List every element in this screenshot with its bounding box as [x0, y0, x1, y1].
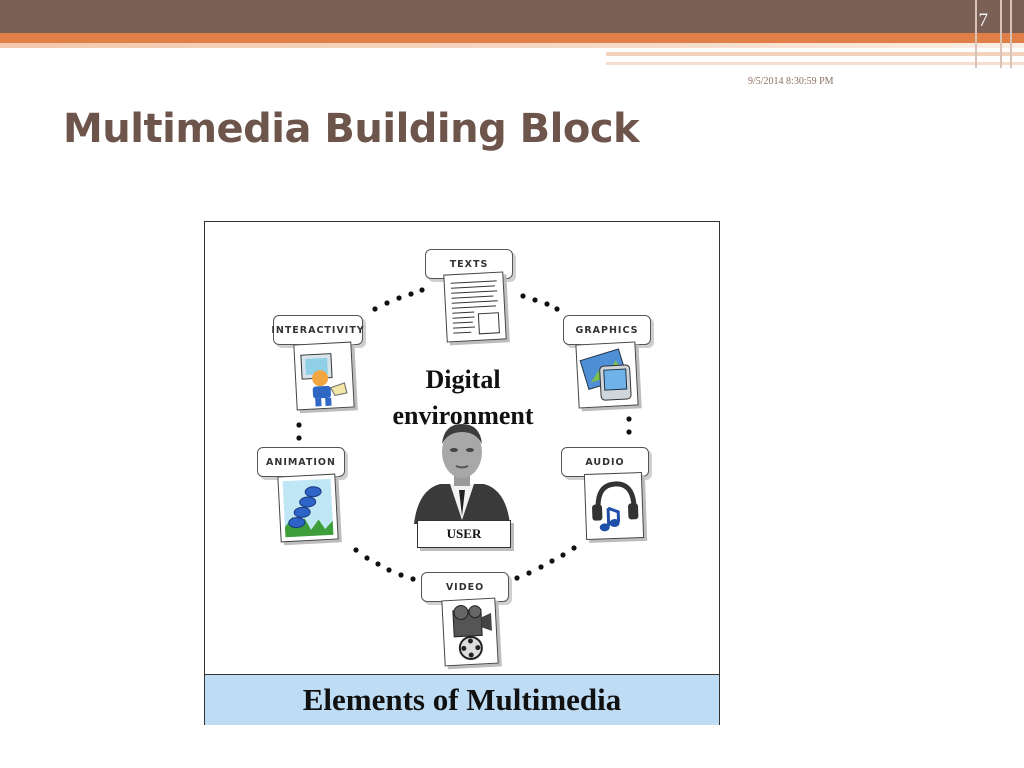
diagram-caption-bar: Elements of Multimedia — [205, 674, 719, 725]
header-bar — [0, 0, 1024, 33]
element-label: ANIMATION — [266, 457, 336, 468]
text-document-icon — [443, 271, 506, 342]
element-label-box: GRAPHICS — [563, 315, 651, 345]
decor-vline — [1000, 0, 1002, 68]
video-camera-icon — [441, 598, 498, 667]
slide-timestamp: 9/5/2014 8:30:59 PM — [748, 75, 838, 88]
element-label: GRAPHICS — [576, 325, 639, 336]
multimedia-diagram: TEXTS GRAPHICS — [204, 221, 720, 725]
decor-vline — [975, 0, 977, 68]
user-figure-icon — [410, 420, 514, 524]
element-label: AUDIO — [585, 457, 624, 468]
center-label-line1: Digital — [365, 362, 561, 398]
element-label: TEXTS — [450, 259, 489, 270]
user-label: USER — [417, 520, 511, 548]
element-label-box: INTERACTIVITY — [273, 315, 363, 345]
header-accent-bar — [0, 33, 1024, 43]
decor-line — [606, 62, 1024, 65]
diagram-caption: Elements of Multimedia — [303, 682, 622, 718]
graphics-tablet-icon — [575, 341, 638, 408]
element-label: INTERACTIVITY — [271, 325, 364, 336]
slide-title: Multimedia Building Block — [63, 106, 639, 152]
element-label-box: VIDEO — [421, 572, 509, 602]
element-label-box: ANIMATION — [257, 447, 345, 477]
element-label: VIDEO — [446, 582, 484, 593]
headphones-music-icon — [584, 472, 644, 540]
header-fade-bar — [0, 43, 1024, 48]
decor-vline — [1010, 0, 1012, 68]
slide-number: 7 — [979, 10, 989, 32]
interactive-computer-icon — [293, 342, 354, 411]
decor-line — [606, 52, 1024, 56]
animation-icon — [277, 474, 338, 543]
